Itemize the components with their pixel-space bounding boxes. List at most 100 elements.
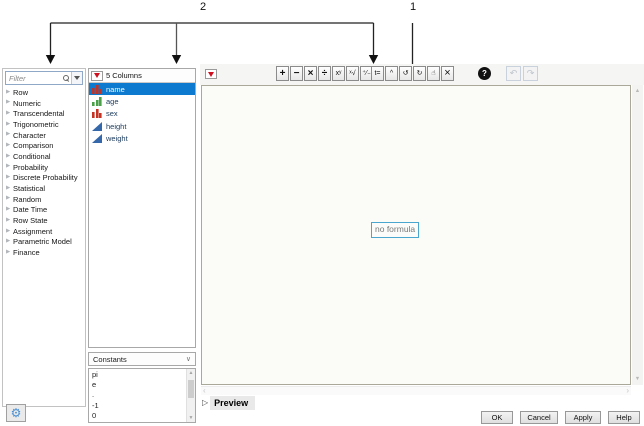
formula-horizontal-scrollbar[interactable]: ‹ › bbox=[201, 386, 631, 395]
constant-item--1[interactable]: -1 bbox=[92, 400, 99, 410]
category-item-trigonometric[interactable]: ▶Trigonometric bbox=[3, 119, 85, 130]
insert-plus-button[interactable]: + bbox=[276, 66, 289, 81]
category-item-random[interactable]: ▶Random bbox=[3, 194, 85, 205]
apply-button[interactable]: Apply bbox=[565, 411, 601, 424]
redo-button[interactable]: ↷ bbox=[523, 66, 538, 81]
disclosure-triangle-icon: ▶ bbox=[6, 174, 11, 181]
no-formula-box[interactable]: no formula bbox=[371, 222, 420, 238]
disclosure-triangle-icon: ▶ bbox=[6, 184, 11, 191]
category-label: Row bbox=[13, 87, 29, 97]
gear-icon: ⚙ bbox=[10, 406, 22, 420]
disclosure-triangle-icon: ▶ bbox=[6, 152, 11, 159]
category-item-date-time[interactable]: ▶Date Time bbox=[3, 205, 85, 216]
rotate-counterclockwise-button[interactable]: ↺ bbox=[399, 66, 412, 81]
continuous-column-icon bbox=[92, 133, 102, 143]
toolbar-edit-group: t= ^↺ ↻ ☝ × bbox=[371, 66, 455, 81]
scroll-down-icon: ▼ bbox=[634, 376, 641, 382]
category-item-probability[interactable]: ▶Probability bbox=[3, 162, 85, 173]
nominal-column-icon bbox=[92, 109, 102, 119]
insert-minus-icon: − bbox=[293, 67, 300, 79]
delete-expression-icon: × bbox=[444, 67, 451, 79]
chevron-down-icon: ∨ bbox=[185, 355, 191, 363]
filter-input[interactable] bbox=[6, 73, 63, 83]
category-item-row[interactable]: ▶Row bbox=[3, 87, 85, 98]
scrollbar-thumb[interactable] bbox=[188, 380, 194, 398]
local-variables-icon: t= bbox=[374, 70, 381, 77]
disclosure-triangle-icon: ▶ bbox=[6, 195, 11, 202]
category-item-character[interactable]: ▶Character bbox=[3, 130, 85, 141]
help-button[interactable]: Help bbox=[608, 411, 640, 424]
constants-dropdown[interactable]: Constants ∨ bbox=[88, 352, 196, 366]
insert-plus-icon: + bbox=[279, 67, 286, 79]
category-label: Finance bbox=[13, 248, 40, 258]
insert-divide-button[interactable]: ÷ bbox=[318, 66, 331, 81]
search-icon bbox=[63, 75, 69, 81]
disclosure-triangle-icon: ▶ bbox=[6, 227, 11, 234]
insert-minus-button[interactable]: − bbox=[290, 66, 303, 81]
disclosure-triangle-icon: ▶ bbox=[6, 248, 11, 255]
category-item-comparison[interactable]: ▶Comparison bbox=[3, 140, 85, 151]
rotate-clockwise-icon: ↻ bbox=[416, 70, 423, 77]
category-item-assignment[interactable]: ▶Assignment bbox=[3, 226, 85, 237]
ok-button[interactable]: OK bbox=[481, 411, 513, 424]
toolbar-history-group: ↶ ↷ bbox=[506, 66, 540, 81]
continuous-column-icon bbox=[92, 121, 102, 131]
disclosure-triangle-icon: ▷ bbox=[202, 398, 209, 407]
category-item-numeric[interactable]: ▶Numeric bbox=[3, 98, 85, 109]
column-item-sex[interactable]: sex bbox=[89, 108, 195, 120]
settings-button[interactable]: ⚙ bbox=[6, 404, 26, 422]
preview-disclosure[interactable]: ▷ Preview bbox=[202, 396, 256, 410]
rotate-clockwise-button[interactable]: ↻ bbox=[413, 66, 426, 81]
scroll-left-icon: ‹ bbox=[203, 386, 206, 395]
preview-label: Preview bbox=[210, 396, 256, 410]
disclosure-triangle-icon: ▶ bbox=[6, 131, 11, 138]
help-button[interactable]: ? bbox=[478, 67, 491, 80]
constant-item--[interactable]: . bbox=[92, 390, 95, 400]
grabber-icon: ☝ bbox=[431, 70, 436, 77]
category-item-parametric-model[interactable]: ▶Parametric Model bbox=[3, 237, 85, 248]
category-label: Conditional bbox=[13, 151, 51, 161]
category-label: Parametric Model bbox=[13, 237, 72, 247]
delete-expression-button[interactable]: × bbox=[441, 66, 454, 81]
category-item-discrete-probability[interactable]: ▶Discrete Probability bbox=[3, 173, 85, 184]
peel-expression-button[interactable]: ^ bbox=[385, 66, 398, 81]
column-item-height[interactable]: height bbox=[89, 120, 195, 132]
raise-power-icon: xʸ bbox=[335, 70, 342, 77]
constant-item-0[interactable]: 0 bbox=[92, 410, 97, 420]
formula-vertical-scrollbar[interactable]: ▲ ▼ bbox=[632, 85, 643, 385]
column-item-weight[interactable]: weight bbox=[89, 132, 195, 144]
category-item-row-state[interactable]: ▶Row State bbox=[3, 215, 85, 226]
local-variables-button[interactable]: t= bbox=[371, 66, 384, 81]
constants-scrollbar[interactable]: ▲ ▼ bbox=[186, 369, 195, 422]
insert-multiply-button[interactable]: × bbox=[304, 66, 317, 81]
columns-menu-button[interactable] bbox=[91, 70, 103, 81]
disclosure-triangle-icon: ▶ bbox=[6, 216, 11, 223]
scroll-up-icon: ▲ bbox=[188, 370, 194, 376]
column-item-name[interactable]: name bbox=[89, 83, 195, 96]
disclosure-triangle-icon: ▶ bbox=[6, 163, 11, 170]
category-item-transcendental[interactable]: ▶Transcendental bbox=[3, 108, 85, 119]
scroll-down-icon: ▼ bbox=[188, 415, 194, 421]
filter-dropdown-button[interactable] bbox=[71, 72, 82, 84]
category-item-finance[interactable]: ▶Finance bbox=[3, 247, 85, 258]
raise-power-button[interactable]: xʸ bbox=[332, 66, 345, 81]
category-label: Date Time bbox=[13, 205, 48, 215]
formula-menu-button[interactable] bbox=[205, 69, 217, 79]
disclosure-triangle-icon: ▶ bbox=[6, 99, 11, 106]
red-triangle-icon bbox=[94, 73, 100, 78]
category-item-conditional[interactable]: ▶Conditional bbox=[3, 151, 85, 162]
constant-item-e[interactable]: e bbox=[92, 380, 97, 390]
category-label: Probability bbox=[13, 162, 49, 172]
undo-button[interactable]: ↶ bbox=[506, 66, 521, 81]
disclosure-triangle-icon: ▶ bbox=[6, 120, 11, 127]
insert-root-button[interactable]: ˣ√ bbox=[346, 66, 359, 81]
cancel-button[interactable]: Cancel bbox=[520, 411, 558, 424]
category-item-statistical[interactable]: ▶Statistical bbox=[3, 183, 85, 194]
annotation-label-1: 1 bbox=[409, 1, 417, 13]
column-item-age[interactable]: age bbox=[89, 95, 195, 107]
grabber-button[interactable]: ☝ bbox=[427, 66, 440, 81]
constant-item-pi[interactable]: pi bbox=[92, 370, 98, 379]
